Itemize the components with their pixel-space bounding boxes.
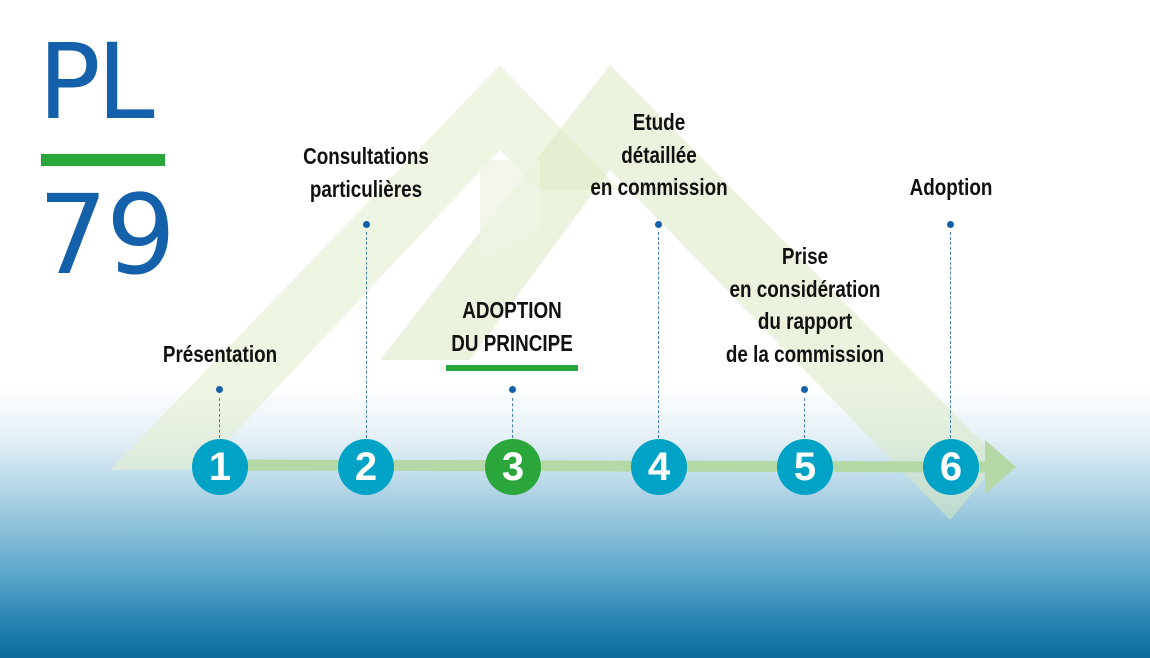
logo-divider	[41, 154, 165, 166]
label-line: détaillée	[621, 141, 697, 168]
step-3-circle-current: 3	[485, 439, 541, 495]
step-1-label: Présentation	[97, 338, 343, 371]
logo-number: 79	[38, 171, 176, 299]
step-2-circle: 2	[338, 439, 394, 495]
current-step-underline	[446, 365, 578, 371]
label-line: DU PRINCIPE	[451, 329, 573, 356]
label-line: Adoption	[909, 174, 993, 200]
step-2-label: Consultations particulières	[243, 140, 489, 205]
label-line: en considération	[729, 275, 881, 302]
step-4-label: Etude détaillée en commission	[536, 106, 782, 204]
step-connector	[512, 398, 513, 438]
step-marker-dot	[216, 386, 223, 393]
label-line: Prise	[781, 243, 829, 269]
label-line: Consultations	[303, 143, 429, 169]
logo-prefix: PL	[38, 21, 155, 143]
label-line: de la commission	[725, 340, 885, 367]
step-connector	[658, 232, 659, 438]
step-3-label: ADOPTION DU PRINCIPE	[389, 294, 635, 359]
label-line: ADOPTION	[462, 297, 562, 323]
step-marker-dot	[801, 386, 808, 393]
step-6-label: Adoption	[828, 171, 1074, 204]
step-connector	[950, 232, 951, 438]
timeline-arrowhead	[985, 440, 1016, 494]
step-marker-dot	[509, 386, 516, 393]
step-6-circle: 6	[923, 439, 979, 495]
step-5-circle: 5	[777, 439, 833, 495]
chevron-shape	[110, 65, 620, 470]
step-marker-dot	[363, 221, 370, 228]
timeline-line	[219, 459, 991, 473]
label-line: Présentation	[162, 341, 278, 367]
step-connector	[366, 232, 367, 438]
step-connector	[219, 398, 220, 438]
chevron-shape	[480, 160, 540, 260]
label-line: du rapport	[757, 308, 853, 334]
step-marker-dot	[947, 221, 954, 228]
label-line: en commission	[590, 174, 728, 200]
step-marker-dot	[655, 221, 662, 228]
step-5-label: Prise en considération du rapport de la …	[682, 240, 928, 370]
step-connector	[804, 398, 805, 438]
step-1-circle: 1	[192, 439, 248, 495]
label-line: particulières	[309, 175, 423, 202]
step-4-circle: 4	[631, 439, 687, 495]
label-line: Etude	[632, 109, 686, 135]
